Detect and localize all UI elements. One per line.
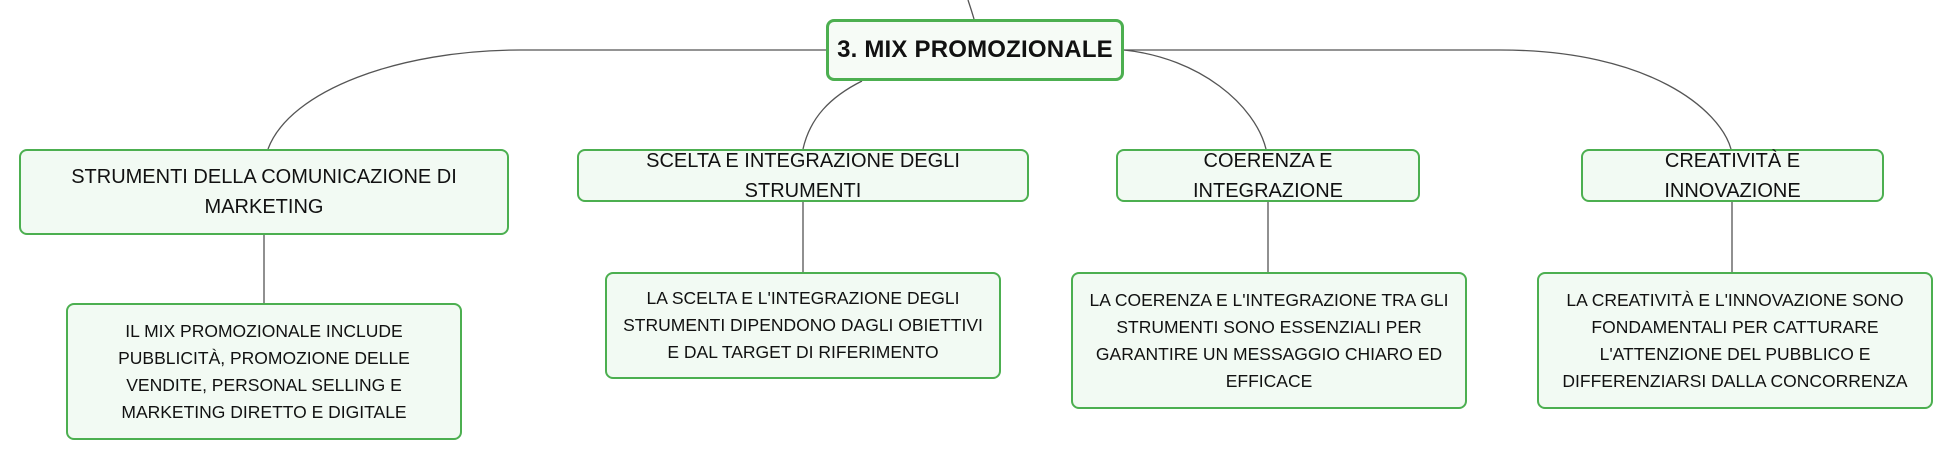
- root-topic-node[interactable]: 3. MIX PROMOZIONALE: [826, 19, 1124, 81]
- detail-text: IL MIX PROMOZIONALE INCLUDE PUBBLICITÀ, …: [118, 320, 410, 422]
- branch-node-creativita-innovazione[interactable]: CREATIVITÀ E INNOVAZIONE: [1581, 149, 1884, 202]
- detail-text: LA SCELTA E L'INTEGRAZIONE DEGLI STRUMEN…: [623, 288, 983, 362]
- branch-label: STRUMENTI DELLA COMUNICAZIONE DI MARKETI…: [71, 166, 457, 218]
- detail-node-scelta-integrazione[interactable]: LA SCELTA E L'INTEGRAZIONE DEGLI STRUMEN…: [605, 272, 1001, 379]
- branch-label: SCELTA E INTEGRAZIONE DEGLI STRUMENTI: [646, 149, 960, 202]
- branch-node-coerenza-integrazione[interactable]: COERENZA E INTEGRAZIONE: [1116, 149, 1420, 202]
- branch-node-strumenti-comunicazione[interactable]: STRUMENTI DELLA COMUNICAZIONE DI MARKETI…: [19, 149, 509, 235]
- detail-text: LA COERENZA E L'INTEGRAZIONE TRA GLI STR…: [1089, 289, 1449, 391]
- connector-from-parent: [967, 0, 975, 20]
- branch-label: COERENZA E INTEGRAZIONE: [1192, 149, 1343, 202]
- detail-text: LA CREATIVITÀ E L'INNOVAZIONE SONO FONDA…: [1562, 289, 1908, 391]
- detail-node-strumenti-comunicazione[interactable]: IL MIX PROMOZIONALE INCLUDE PUBBLICITÀ, …: [66, 303, 462, 440]
- detail-node-creativita-innovazione[interactable]: LA CREATIVITÀ E L'INNOVAZIONE SONO FONDA…: [1537, 272, 1933, 409]
- connector-root-to-b3: [1123, 49, 1267, 150]
- root-topic-label: 3. MIX PROMOZIONALE: [837, 36, 1113, 63]
- branch-node-scelta-integrazione[interactable]: SCELTA E INTEGRAZIONE DEGLI STRUMENTI: [577, 149, 1029, 202]
- connector-root-to-b2: [802, 80, 863, 150]
- detail-node-coerenza-integrazione[interactable]: LA COERENZA E L'INTEGRAZIONE TRA GLI STR…: [1071, 272, 1467, 409]
- branch-label: CREATIVITÀ E INNOVAZIONE: [1664, 149, 1801, 202]
- connector-root-to-b1: [267, 49, 826, 150]
- connector-root-to-b4: [1124, 49, 1732, 150]
